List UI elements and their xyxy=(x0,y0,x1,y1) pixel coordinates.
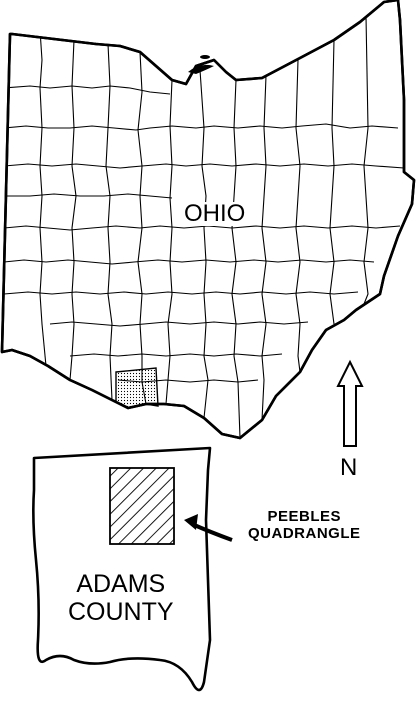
county-label-line2: COUNTY xyxy=(68,598,174,626)
quadrangle-label: PEEBLES QUADRANGLE xyxy=(248,508,361,543)
quadrangle-label-line1: PEEBLES xyxy=(267,508,342,525)
county-boundaries xyxy=(3,15,405,438)
peebles-quadrangle-box xyxy=(109,467,175,545)
county-label: ADAMS COUNTY xyxy=(68,570,174,626)
pointer-arrowhead-icon xyxy=(184,514,198,530)
ohio-outline-top xyxy=(0,0,416,440)
lake-erie-island xyxy=(200,55,210,59)
north-arrow-icon xyxy=(336,359,364,447)
county-label-line1: ADAMS xyxy=(76,570,166,598)
north-label: N xyxy=(340,454,358,481)
state-label: OHIO xyxy=(182,200,248,227)
sandusky-bay xyxy=(188,64,214,74)
quadrangle-label-line2: QUADRANGLE xyxy=(248,525,361,543)
adams-county-highlight xyxy=(115,367,159,409)
